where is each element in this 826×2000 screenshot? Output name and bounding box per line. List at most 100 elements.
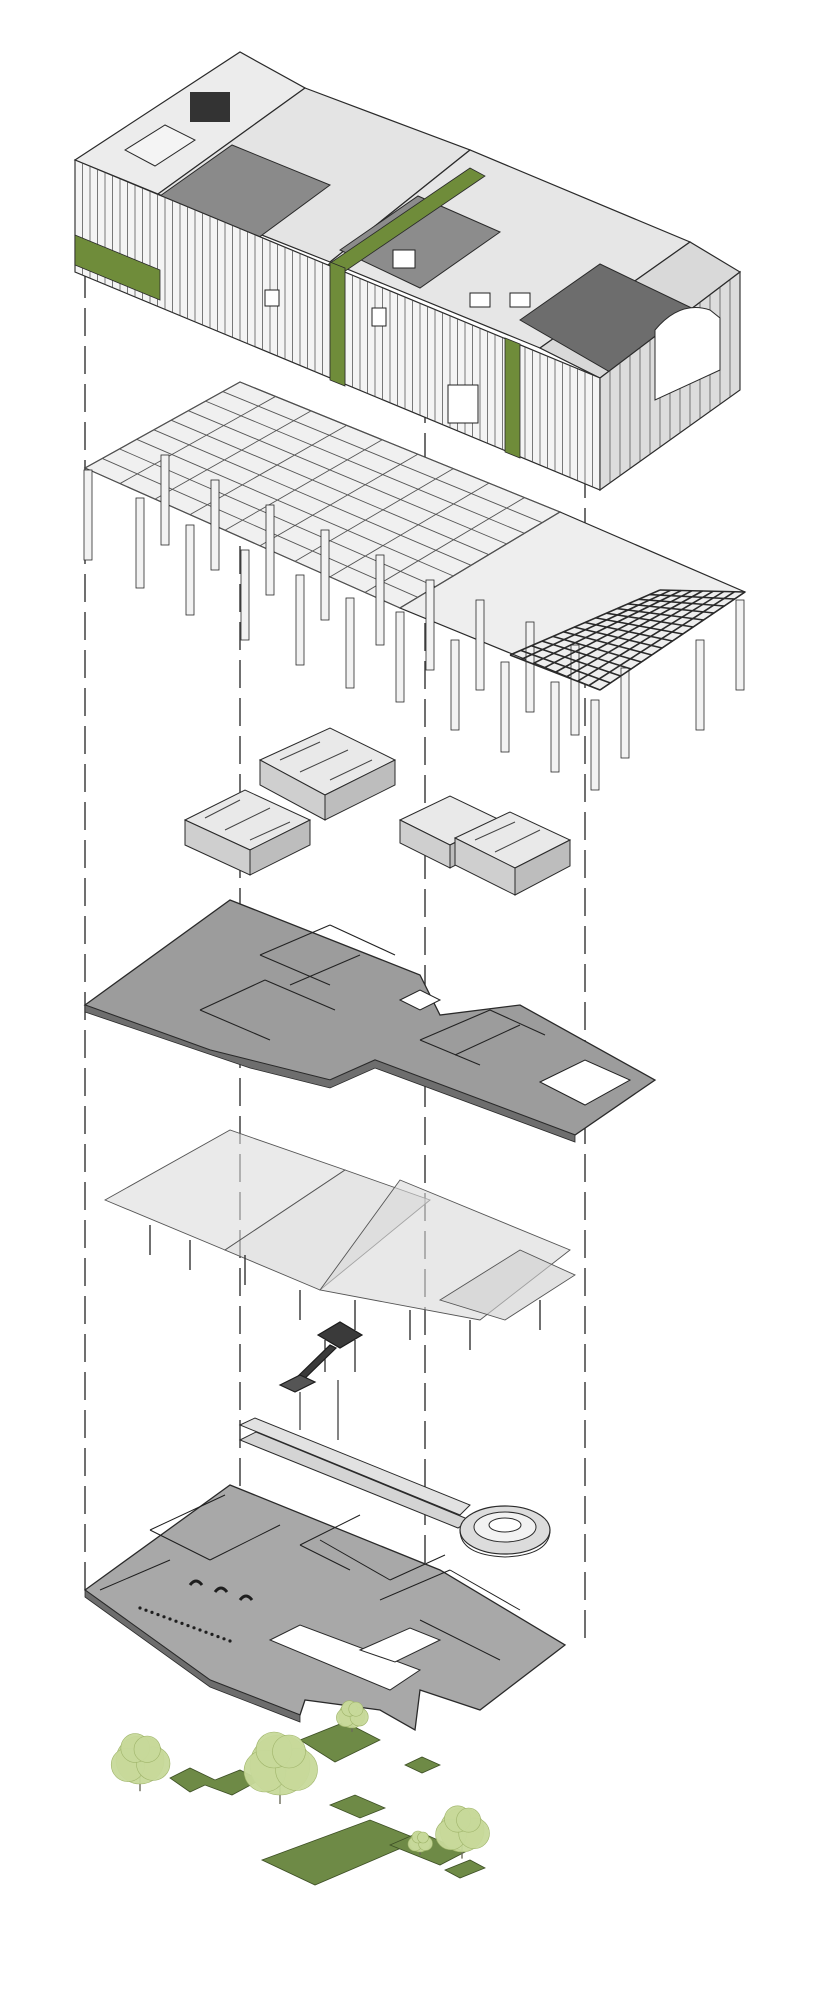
layer-ground-floor-plan <box>83 1484 567 1732</box>
frame-beam <box>170 419 490 556</box>
ground-wall <box>149 1529 211 1561</box>
plan-wall <box>419 1009 491 1041</box>
facade-end-opening <box>654 307 721 401</box>
floor-slab <box>83 899 657 1136</box>
tree-icon <box>407 1830 433 1855</box>
ground-wall <box>299 1514 361 1546</box>
frame-beam <box>329 482 490 578</box>
rooftop-box <box>124 124 197 167</box>
furniture-mark <box>186 1624 190 1628</box>
ground-wall <box>319 1539 391 1581</box>
plan-wall <box>259 954 331 986</box>
ground-floor-plan-walls <box>99 1494 521 1661</box>
frame-column <box>450 639 460 731</box>
frame-beam <box>222 391 543 524</box>
frame-column <box>345 597 355 689</box>
ground-wall <box>149 1494 226 1531</box>
lawn-piece-3 <box>404 1756 441 1774</box>
furniture-mark <box>180 1621 184 1625</box>
roof-skylight-2 <box>469 292 491 308</box>
ground-wall <box>379 1569 451 1601</box>
pergola-bar <box>509 589 661 656</box>
furniture-mark <box>138 1606 142 1610</box>
plan-wall <box>259 924 331 956</box>
ground-wall <box>99 1559 171 1591</box>
tree-icon <box>110 1733 171 1792</box>
frame-beam <box>84 381 241 469</box>
frame-column <box>210 479 220 571</box>
furniture-mark <box>192 1626 196 1630</box>
furniture-mark <box>210 1632 214 1636</box>
stair-icon <box>278 1321 364 1440</box>
layer-interior-wall-modules <box>183 727 572 896</box>
frame-column <box>185 524 195 616</box>
ground-wall <box>389 1554 446 1581</box>
frame-beam <box>84 467 401 609</box>
tree-icon <box>435 1805 490 1859</box>
frame-column <box>525 621 535 713</box>
plan-wall <box>419 1039 481 1066</box>
pergola-bar <box>599 591 746 691</box>
canopy-posts <box>149 1225 541 1350</box>
lawn-piece-7 <box>444 1859 486 1879</box>
furniture-mark <box>168 1617 172 1621</box>
seating-mark <box>188 1579 204 1586</box>
layer-roof-and-facade <box>73 51 742 492</box>
plan-wall <box>289 954 361 986</box>
pergola-bar <box>543 590 693 669</box>
canopy-end <box>438 1249 576 1321</box>
plan-wall <box>264 979 336 1011</box>
tree-canopy-blob <box>456 1807 482 1833</box>
frame-beam <box>188 410 507 545</box>
furniture-mark <box>198 1628 202 1632</box>
tree-canopy-blob <box>272 1734 306 1769</box>
frame-beam <box>259 453 419 547</box>
frame-beam <box>154 410 312 500</box>
layer-landscape <box>110 1700 490 1886</box>
wall-module-4 <box>453 811 572 896</box>
tree-canopy-blob <box>348 1701 364 1717</box>
facade-window-2 <box>371 307 387 327</box>
frame-column <box>395 611 405 703</box>
frame-beam <box>364 497 525 593</box>
frame-beam <box>224 439 383 531</box>
frame-column <box>695 639 705 731</box>
facade-window-3 <box>447 384 479 424</box>
tree-icon <box>336 1700 369 1732</box>
layer-structural-frame <box>83 381 747 791</box>
trees <box>110 1700 490 1859</box>
pergola-bar <box>554 590 703 674</box>
ground-wall <box>209 1524 281 1561</box>
wall-module-1 <box>183 789 312 876</box>
lawn-pieces <box>169 1721 486 1886</box>
plan-wall <box>489 1009 546 1036</box>
rooftop-vent <box>190 92 230 122</box>
frame-column <box>500 661 510 753</box>
tree-canopy-blob <box>417 1831 429 1844</box>
green-panel-1 <box>74 234 161 301</box>
frame-beam <box>153 429 472 566</box>
layer-translucent-canopy <box>103 1129 576 1350</box>
furniture-mark <box>222 1637 226 1641</box>
lawn-piece-5 <box>260 1819 422 1886</box>
frame-beam <box>205 400 525 534</box>
frame-column <box>735 599 745 691</box>
frame-beam <box>102 458 418 598</box>
floor-slab-edge <box>84 1004 576 1143</box>
frame-column <box>295 574 305 666</box>
green-panel-3 <box>504 337 521 459</box>
frame-columns <box>83 454 745 791</box>
frame-column <box>475 599 485 691</box>
ground-slab-edge <box>84 1589 301 1723</box>
lawn-piece-2 <box>299 1721 381 1763</box>
roof-glass-strip-2 <box>339 195 502 289</box>
frame-column <box>375 554 385 646</box>
pergola-bar <box>532 589 682 665</box>
roof-skylight-3 <box>509 292 531 308</box>
frame-column <box>620 667 630 759</box>
frame-column <box>135 497 145 589</box>
roof-skylight-1 <box>392 249 416 269</box>
furniture-mark <box>228 1639 232 1643</box>
